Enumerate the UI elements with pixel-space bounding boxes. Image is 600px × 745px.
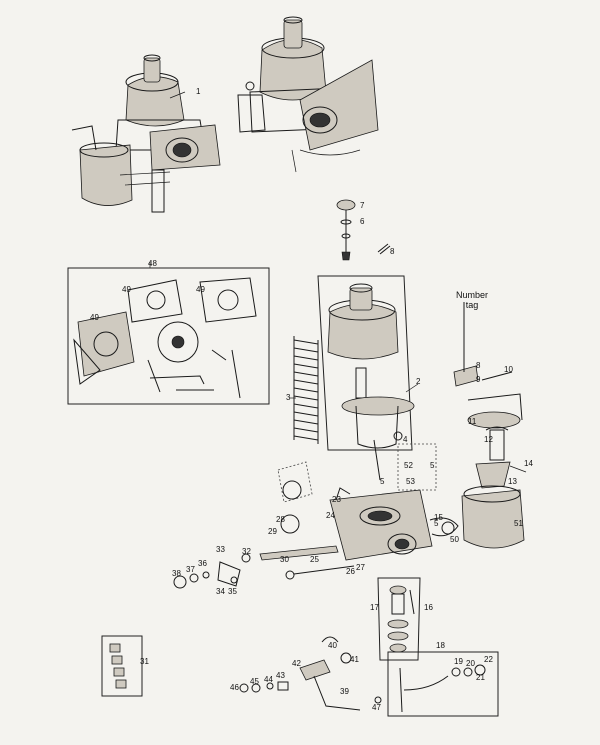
kit-box-2 xyxy=(317,275,413,451)
part-label-22: 22 xyxy=(484,655,493,664)
jet-parts-31 xyxy=(109,643,127,689)
part-label-18: 18 xyxy=(436,641,445,650)
carburettor-rear-view xyxy=(237,16,379,173)
spring-3 xyxy=(293,336,319,444)
part-label-47: 47 xyxy=(372,703,381,712)
part-label-53: 53 xyxy=(406,477,415,486)
part-label-35: 35 xyxy=(228,587,237,596)
callout-line2: tag xyxy=(465,300,479,310)
part-label-37: 37 xyxy=(186,565,195,574)
part-label-40: 40 xyxy=(328,641,337,650)
throttle-linkage xyxy=(173,461,355,589)
part-label-1: 1 xyxy=(196,87,201,96)
part-label-23: 23 xyxy=(332,495,341,504)
dashed-box-52 xyxy=(397,443,437,491)
callout-line1: Number xyxy=(455,290,488,300)
part-label-45: 45 xyxy=(250,677,259,686)
piston-dashpot xyxy=(327,283,415,449)
part-label-7: 7 xyxy=(360,201,365,210)
part-label-48: 48 xyxy=(148,259,157,268)
part-label-43: 43 xyxy=(276,671,285,680)
part-label-9: 9 xyxy=(476,375,481,384)
part-label-49b: 49 xyxy=(196,285,205,294)
part-label-36: 36 xyxy=(198,559,207,568)
part-label-25: 25 xyxy=(310,555,319,564)
part-label-30: 30 xyxy=(280,555,289,564)
part-label-15: 15 xyxy=(434,513,443,522)
kit-box-18 xyxy=(387,651,499,717)
part-label-50: 50 xyxy=(450,535,459,544)
part-label-49a: 49 xyxy=(122,285,131,294)
part-label-20: 20 xyxy=(466,659,475,668)
part-label-27: 27 xyxy=(356,563,365,572)
part-label-39: 39 xyxy=(340,687,349,696)
part-label-6: 6 xyxy=(360,217,365,226)
part-label-4: 4 xyxy=(403,435,408,444)
part-label-16: 16 xyxy=(424,603,433,612)
part-label-24: 24 xyxy=(326,511,335,520)
feed-pipe-18 xyxy=(399,664,486,713)
part-label-29: 29 xyxy=(268,527,277,536)
leader-lines xyxy=(149,91,419,399)
part-label-5c: 5 xyxy=(434,519,439,528)
part-label-10: 10 xyxy=(504,365,513,374)
part-label-5: 5 xyxy=(380,477,385,486)
part-label-33: 33 xyxy=(216,545,225,554)
damper-assembly xyxy=(336,199,391,261)
part-label-31: 31 xyxy=(140,657,149,666)
part-label-28: 28 xyxy=(276,515,285,524)
float-chamber xyxy=(453,302,527,549)
lower-linkage xyxy=(239,636,382,711)
kit-box-48 xyxy=(67,267,270,405)
part-label-44: 44 xyxy=(264,675,273,684)
part-label-26: 26 xyxy=(346,567,355,576)
gasket-set xyxy=(73,277,257,399)
part-label-38: 38 xyxy=(172,569,181,578)
part-label-12: 12 xyxy=(484,435,493,444)
part-label-46: 46 xyxy=(230,683,239,692)
jet-assembly xyxy=(377,577,421,661)
part-label-21: 21 xyxy=(476,673,485,682)
part-label-13: 13 xyxy=(508,477,517,486)
part-label-51: 51 xyxy=(514,519,523,528)
part-label-34: 34 xyxy=(216,587,225,596)
part-label-17: 17 xyxy=(370,603,379,612)
part-label-41: 41 xyxy=(350,655,359,664)
part-label-52: 52 xyxy=(404,461,413,470)
kit-box-31 xyxy=(101,635,143,697)
part-label-3: 3 xyxy=(286,393,291,402)
part-label-5b: 5 xyxy=(430,461,435,470)
part-label-8: 8 xyxy=(390,247,395,256)
part-label-19: 19 xyxy=(454,657,463,666)
carburettor-front-view xyxy=(71,54,221,213)
carburettor-body xyxy=(329,487,459,561)
part-label-8b: 8 xyxy=(476,361,481,370)
part-label-14: 14 xyxy=(524,459,533,468)
needle-5 xyxy=(373,431,403,481)
part-label-49c: 49 xyxy=(90,313,99,322)
number-tag-callout: Number tag xyxy=(450,290,494,310)
part-label-42: 42 xyxy=(292,659,301,668)
part-label-11: 11 xyxy=(468,417,477,426)
part-label-2: 2 xyxy=(416,377,421,386)
part-label-32: 32 xyxy=(242,547,251,556)
